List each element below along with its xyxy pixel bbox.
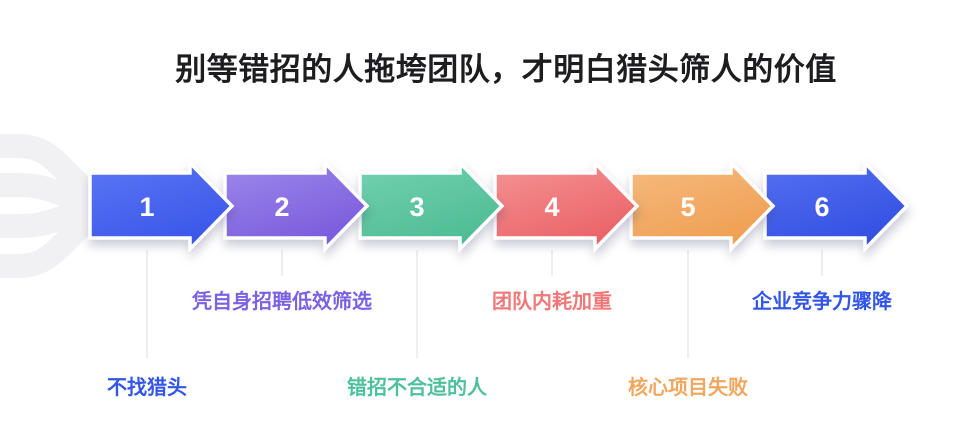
step-label-4: 团队内耗加重 — [492, 291, 612, 313]
step-number: 6 — [814, 192, 829, 222]
step-number: 3 — [409, 192, 424, 222]
step-label-6: 企业竞争力骤降 — [752, 291, 892, 313]
connector-lines — [146, 250, 823, 358]
step-number: 2 — [274, 192, 289, 222]
step-arrow: 6 — [763, 158, 910, 254]
step-number: 5 — [680, 192, 695, 222]
step-arrow: 3 — [358, 158, 505, 254]
step-arrow: 1 — [88, 158, 235, 254]
step-label-2: 凭自身招聘低效筛选 — [192, 291, 372, 313]
step-arrow: 2 — [223, 158, 370, 254]
step-arrow: 4 — [493, 158, 640, 254]
step-arrow: 5 — [629, 158, 776, 254]
merge-decoration-graphic — [0, 134, 102, 278]
step-number: 1 — [139, 192, 154, 222]
page-title: 别等错招的人拖垮团队，才明白猎头筛人的价值 — [175, 52, 837, 87]
step-label-5: 核心项目失败 — [628, 377, 748, 399]
step-label-1: 不找猎头 — [107, 377, 187, 399]
step-number: 4 — [544, 192, 559, 222]
step-label-3: 错招不合适的人 — [347, 377, 487, 399]
